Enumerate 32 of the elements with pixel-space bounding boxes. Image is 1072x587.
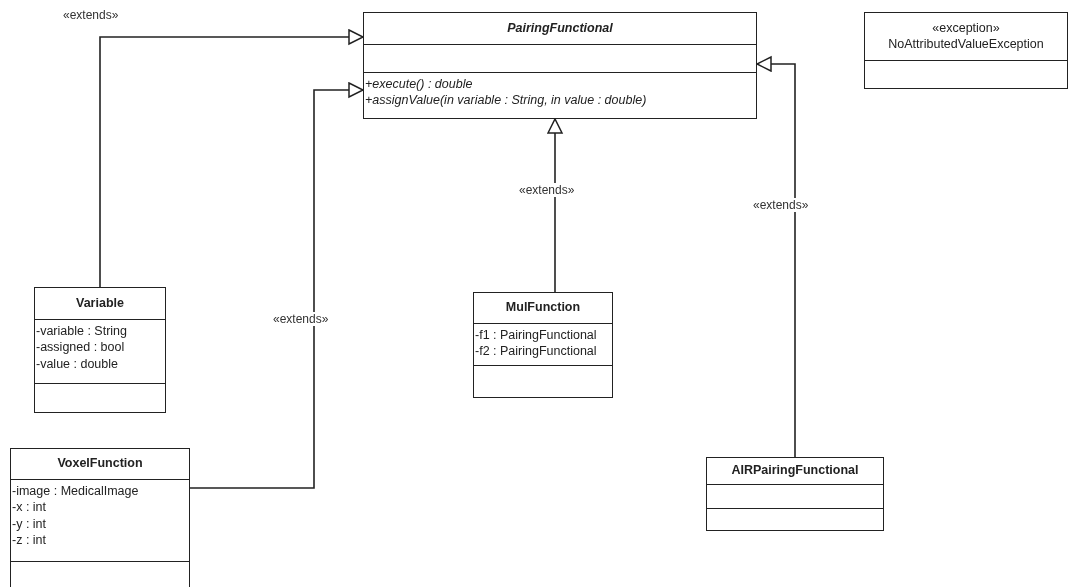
class-name: VoxelFunction [56, 456, 144, 472]
generalization-arrow [756, 56, 796, 458]
attribute-text: -f2 : PairingFunctional [475, 343, 598, 360]
class-box [473, 292, 613, 398]
attribute-text: -assigned : bool [36, 339, 126, 356]
class-name: AIRPairingFunctional [730, 463, 860, 479]
class-box [10, 448, 190, 587]
generalization-arrow [189, 82, 364, 489]
attribute-text: -z : int [12, 531, 48, 548]
attribute-text: -value : double [36, 355, 119, 372]
attribute-text: -variable : String [36, 323, 128, 340]
method-text: +assignValue(in variable : String, in value : double) [365, 92, 648, 109]
stereotype-text: «exception» [931, 20, 1001, 37]
edge-label: «extends» [752, 198, 810, 212]
generalization-arrow [547, 118, 563, 293]
edge-label: «extends» [518, 183, 576, 197]
method-text: +execute() : double [365, 76, 474, 93]
attribute-text: -x : int [12, 499, 48, 516]
class-box [363, 12, 757, 119]
stereotype-text: NoAttributedValueException [887, 36, 1045, 53]
edge-label: «extends» [62, 8, 120, 22]
class-name: PairingFunctional [506, 20, 614, 37]
class-box [864, 12, 1068, 89]
class-box [34, 287, 166, 413]
attribute-text: -f1 : PairingFunctional [475, 327, 598, 344]
class-box [706, 457, 884, 531]
class-name: Variable [75, 295, 125, 312]
edge-label: «extends» [272, 312, 330, 326]
attribute-text: -y : int [12, 515, 48, 532]
generalization-arrow [99, 29, 364, 288]
class-name: MulFunction [504, 300, 582, 316]
attribute-text: -image : MedicalImage [12, 483, 140, 500]
